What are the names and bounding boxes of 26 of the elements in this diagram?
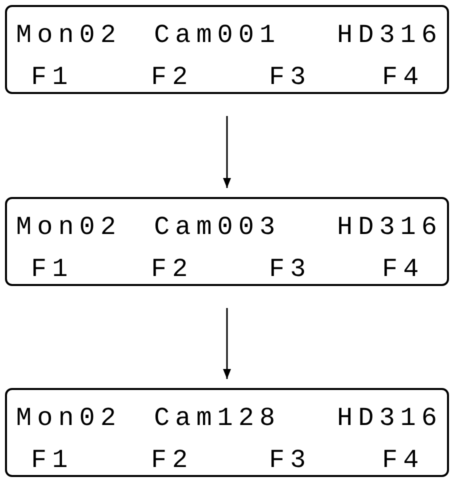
display-text: Mon02 — [16, 403, 122, 433]
display-panel — [5, 197, 449, 286]
function-key-label: F1 — [31, 254, 74, 284]
display-text: Cam128 — [154, 403, 281, 433]
display-text: Cam001 — [154, 20, 281, 50]
display-panel — [5, 388, 449, 477]
function-key-label: F3 — [269, 62, 312, 92]
function-key-label: F4 — [382, 254, 424, 284]
function-key-label: F4 — [382, 62, 424, 92]
display-panel — [5, 5, 449, 94]
function-key-label: F2 — [151, 62, 194, 92]
function-key-label: F3 — [269, 254, 312, 284]
function-key-label: F4 — [382, 445, 424, 475]
function-key-label: F3 — [269, 445, 312, 475]
display-text: HD316 — [337, 20, 443, 50]
function-key-label: F2 — [151, 254, 194, 284]
display-text: Cam003 — [154, 212, 281, 242]
arrow — [223, 308, 231, 379]
display-text: Mon02 — [16, 212, 122, 242]
function-key-label: F2 — [151, 445, 194, 475]
display-text: HD316 — [337, 212, 443, 242]
arrow — [223, 116, 231, 188]
display-text: Mon02 — [16, 20, 122, 50]
function-key-label: F1 — [31, 445, 74, 475]
display-text: HD316 — [337, 403, 443, 433]
function-key-label: F1 — [31, 62, 74, 92]
